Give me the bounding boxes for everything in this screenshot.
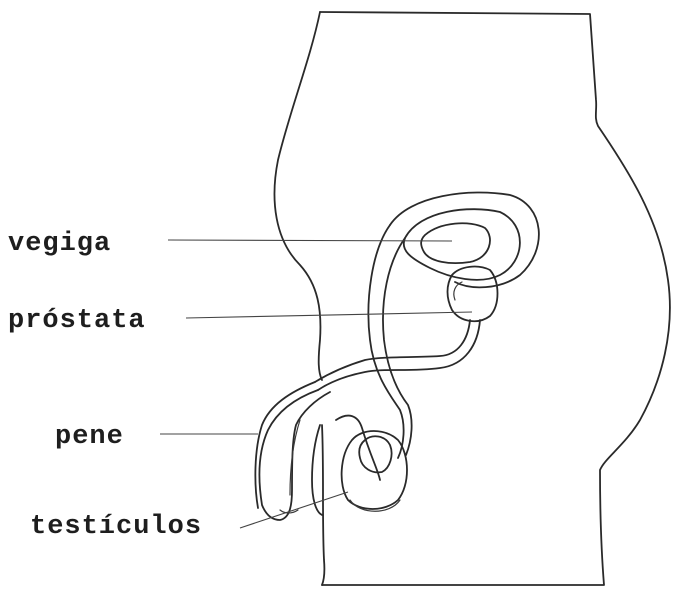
vas-deferens-inner	[383, 238, 412, 455]
testicles-label: testículos	[30, 512, 202, 542]
body-back-contour	[320, 12, 670, 585]
prostate-label: próstata	[8, 306, 146, 336]
urethra-lower	[315, 320, 470, 382]
bladder-inner	[421, 223, 490, 263]
vas-deferens-outer	[368, 225, 403, 458]
penis-inner	[255, 382, 315, 508]
bladder-leader	[168, 240, 452, 241]
body-outline	[274, 12, 669, 585]
body-front-contour	[274, 12, 322, 380]
testicle-outer	[342, 431, 407, 509]
bladder-outer	[390, 193, 539, 288]
penis-label: pene	[55, 422, 124, 452]
labels: vegiga próstata pene testículos	[8, 229, 202, 542]
penis-outer	[260, 390, 330, 520]
prostate	[448, 267, 498, 322]
thigh-front-contour	[322, 425, 324, 585]
leader-lines	[160, 240, 472, 528]
prostate-leader	[186, 312, 472, 318]
bladder-label: vegiga	[8, 229, 111, 259]
urethra-upper	[318, 320, 480, 390]
reproductive-organs	[255, 193, 539, 520]
